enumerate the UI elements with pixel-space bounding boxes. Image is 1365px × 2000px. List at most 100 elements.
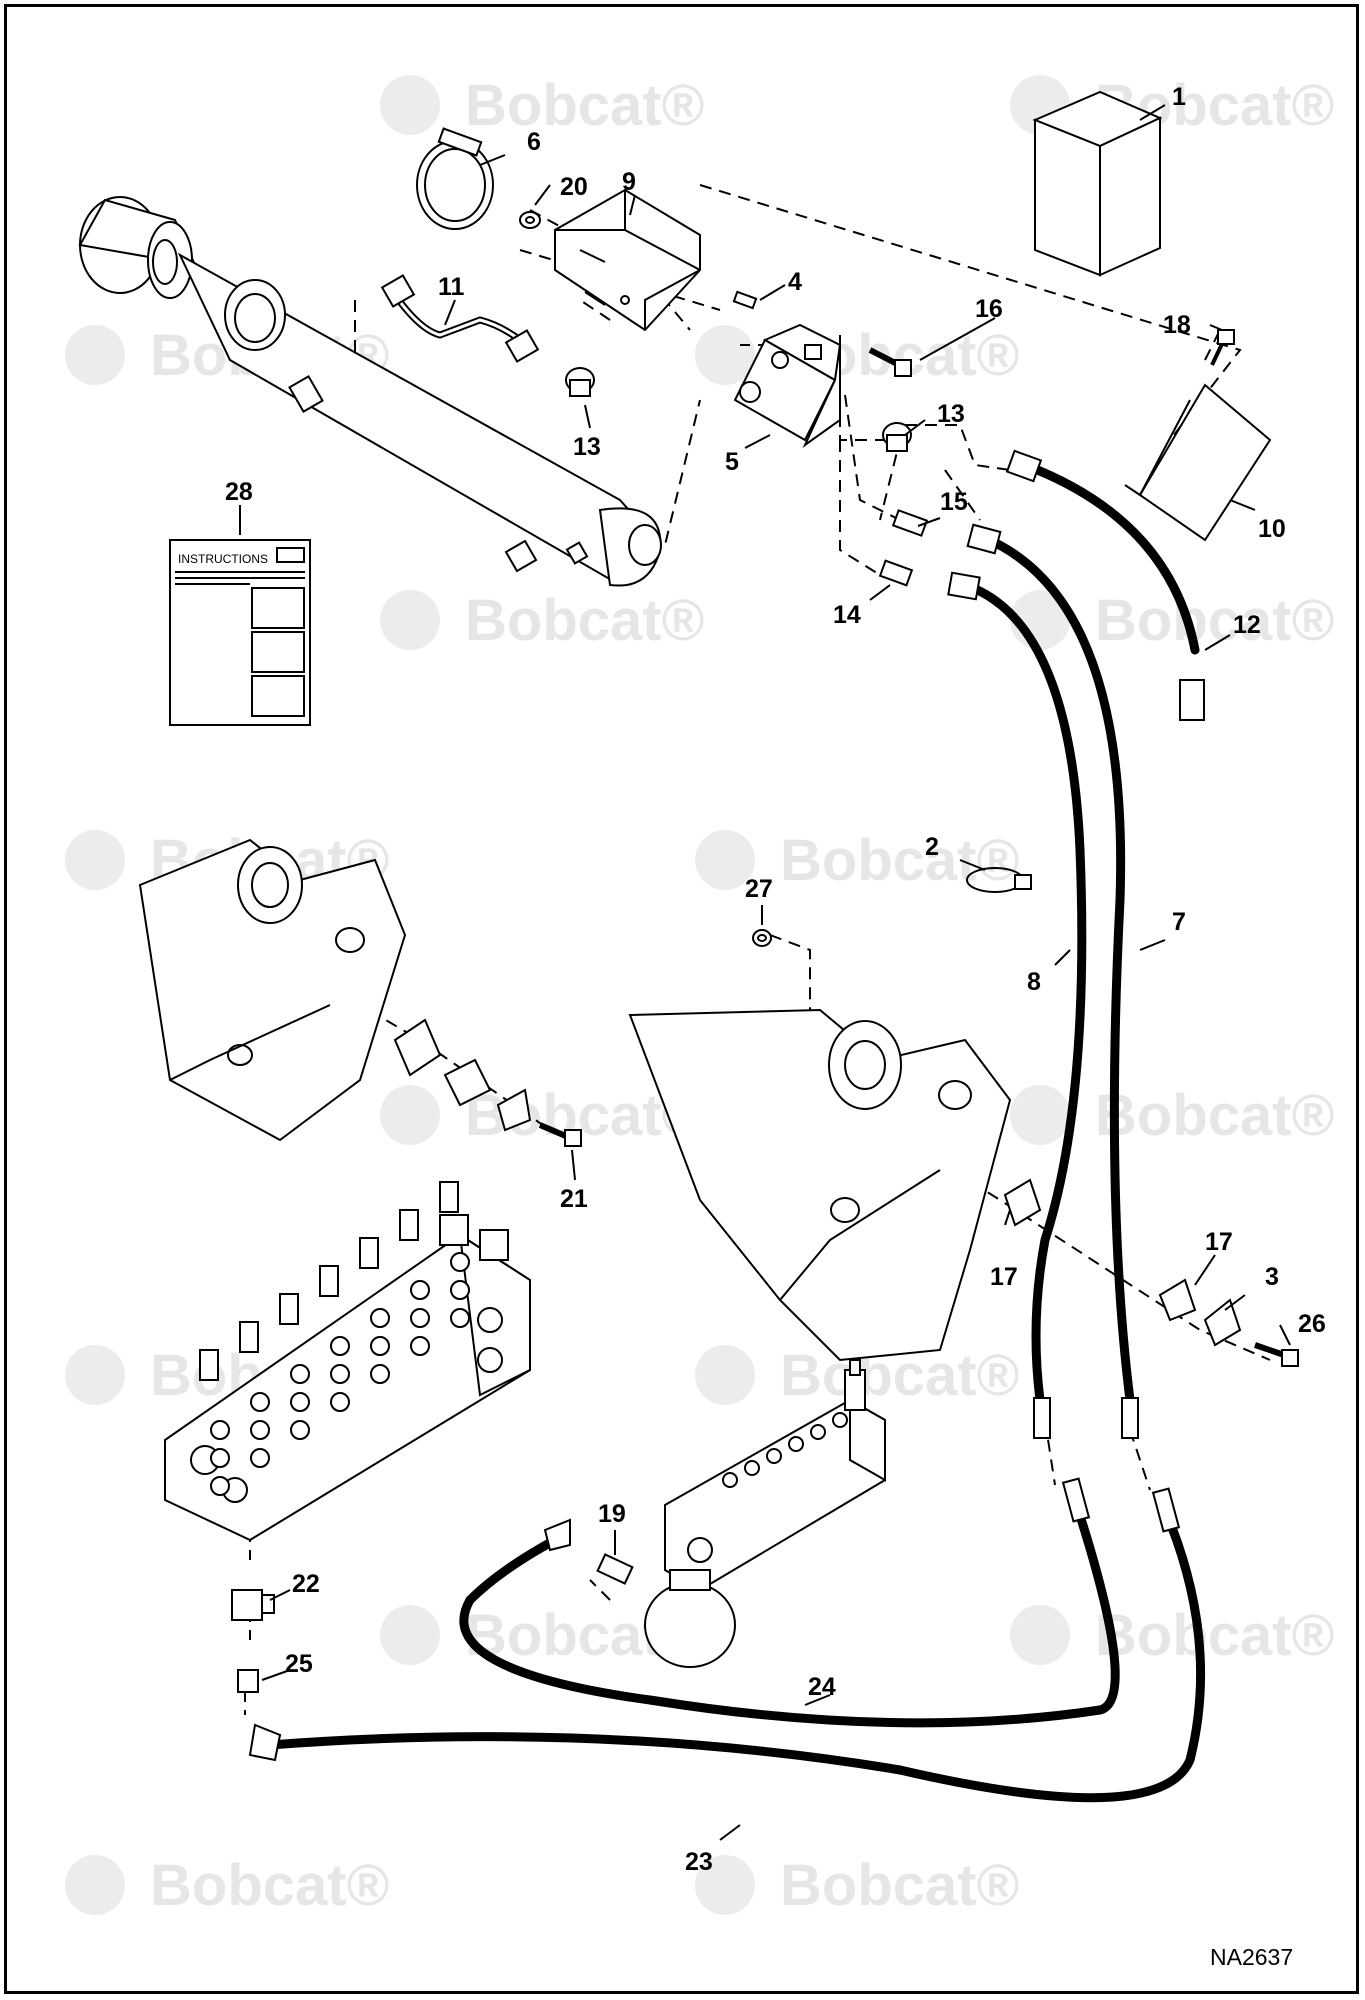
bobcat-watermark: Bobcat®	[1095, 1603, 1334, 1668]
part-8-hose	[947, 571, 1087, 1439]
part-11-tube-line	[380, 274, 540, 363]
valve-spool-cap	[199, 1349, 219, 1381]
loader-arm-bracket-right	[628, 1008, 1012, 1362]
callout-1: 1	[1172, 83, 1186, 111]
bobcat-logo-icon	[1010, 1085, 1070, 1145]
valve-spool-cap	[399, 1209, 419, 1241]
part-3-clamp-plate-right	[1203, 1298, 1242, 1347]
pilot-control-manifold	[644, 1359, 886, 1668]
valve-port	[370, 1336, 390, 1356]
hydraulic-cylinder	[78, 196, 662, 587]
manifold-port	[744, 1460, 760, 1476]
bobcat-watermark: Bobcat®	[780, 828, 1019, 893]
part-3-clamp-plate-left	[443, 1058, 532, 1132]
callout-14: 14	[833, 601, 861, 629]
valve-port	[290, 1364, 310, 1384]
valve-spool-cap	[319, 1265, 339, 1297]
diagram-frame	[4, 4, 1359, 1994]
manifold-port	[832, 1412, 848, 1428]
loader-arm-bracket-left	[138, 838, 407, 1142]
valve-port	[450, 1252, 470, 1272]
valve-port	[210, 1476, 230, 1496]
callout-13-left: 13	[573, 433, 601, 461]
drawing-number: NA2637	[1210, 1944, 1293, 1970]
callout-17-left: 17	[990, 1263, 1018, 1291]
part-24-hose	[459, 1477, 1120, 1728]
part-26-bolt	[1254, 1342, 1299, 1367]
callout-23: 23	[685, 1848, 713, 1876]
callout-11: 11	[438, 273, 465, 301]
bobcat-logo-icon	[380, 75, 440, 135]
callout-17-right: 17	[1205, 1228, 1233, 1256]
bobcat-watermark: Bobcat®	[780, 1853, 1019, 1918]
callout-8: 8	[1027, 968, 1041, 996]
valve-spool-cap	[279, 1293, 299, 1325]
part-17-clamp-right-a	[1003, 1178, 1042, 1227]
callout-13-right: 13	[937, 400, 965, 428]
callout-labels: 1 2 3 4 5 6 7 8 9 10 11 12 13 13 14 15 1…	[225, 83, 1326, 1876]
valve-port	[450, 1308, 470, 1328]
callout-2: 2	[925, 833, 939, 861]
manifold-port	[766, 1448, 782, 1464]
callout-24: 24	[808, 1673, 836, 1701]
part-21-bolt	[538, 1122, 582, 1147]
manifold-port	[788, 1436, 804, 1452]
valve-spool-cap	[439, 1181, 459, 1213]
part-25-fitting	[237, 1669, 259, 1693]
bobcat-logo-icon	[695, 1855, 755, 1915]
callout-19: 19	[598, 1500, 626, 1528]
callout-27: 27	[745, 875, 773, 903]
bobcat-logo-icon	[695, 1345, 755, 1405]
valve-port	[250, 1420, 270, 1440]
part-23-hose	[248, 1487, 1206, 1803]
part-9-mounting-bracket	[554, 188, 701, 332]
callout-15: 15	[940, 488, 968, 516]
valve-spool-cap	[359, 1237, 379, 1269]
callout-28: 28	[225, 478, 253, 506]
part-27-nut	[752, 929, 772, 947]
part-18-bolt	[1210, 329, 1235, 366]
part-12-hose	[1005, 449, 1205, 721]
callout-25: 25	[285, 1650, 313, 1678]
bobcat-logo-icon	[695, 830, 755, 890]
bobcat-watermark: Bobcat®	[1095, 1083, 1334, 1148]
callout-12: 12	[1233, 611, 1261, 639]
callout-21: 21	[560, 1185, 588, 1213]
bobcat-logo-icon	[65, 830, 125, 890]
part-10-cover-bracket	[1124, 383, 1272, 542]
bobcat-logo-icon	[695, 325, 755, 385]
callout-leader-lines	[239, 104, 1291, 1841]
part-14-elbow-fitting	[878, 559, 914, 587]
valve-port	[370, 1364, 390, 1384]
callout-18: 18	[1163, 311, 1191, 339]
valve-port	[330, 1336, 350, 1356]
valve-port	[210, 1420, 230, 1440]
bobcat-logo-icon	[380, 1085, 440, 1145]
valve-port	[330, 1392, 350, 1412]
part-4-screw	[732, 290, 758, 310]
valve-spool-cap	[239, 1321, 259, 1353]
callout-4: 4	[788, 268, 802, 296]
part-2-cable-tie	[966, 867, 1032, 893]
valve-port	[410, 1336, 430, 1356]
valve-port	[290, 1420, 310, 1440]
callout-10: 10	[1258, 515, 1286, 543]
callout-3: 3	[1265, 1263, 1279, 1291]
valve-port	[250, 1392, 270, 1412]
callout-16: 16	[975, 295, 1003, 323]
bobcat-logo-icon	[1010, 1605, 1070, 1665]
bobcat-logo-icon	[65, 325, 125, 385]
callout-6: 6	[527, 128, 541, 156]
part-6-hose-clamp	[416, 127, 494, 230]
valve-sections	[199, 1181, 470, 1496]
valve-port	[290, 1392, 310, 1412]
part-13-fitting-left	[565, 367, 595, 397]
manifold-ports	[722, 1412, 848, 1488]
callout-7: 7	[1172, 908, 1186, 936]
callout-20: 20	[560, 173, 588, 201]
manifold-port	[722, 1472, 738, 1488]
part-20-nut	[519, 211, 541, 229]
part-17-clamp-left	[393, 1018, 442, 1077]
valve-port	[410, 1280, 430, 1300]
